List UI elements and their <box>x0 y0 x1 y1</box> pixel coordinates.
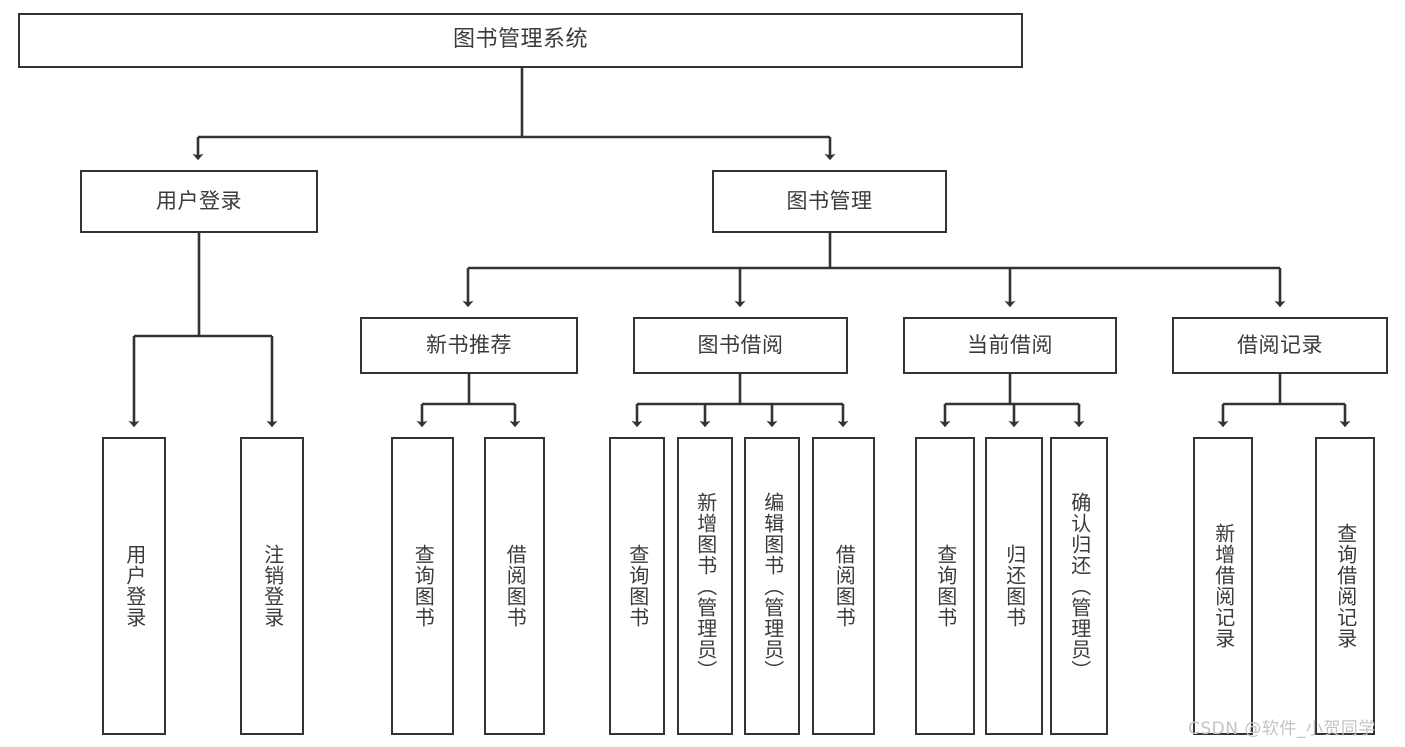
node-new-book-rec-label: 新书推荐 <box>426 332 512 357</box>
node-leaf-user-login-label: 用户登录 <box>122 544 147 628</box>
node-leaf-query-book-1[interactable]: 查询图书 <box>391 437 454 735</box>
node-leaf-confirm-return-admin[interactable]: 确认归还（管理员） <box>1050 437 1108 735</box>
node-leaf-borrow-book-1[interactable]: 借阅图书 <box>484 437 545 735</box>
node-leaf-return-book[interactable]: 归还图书 <box>985 437 1043 735</box>
node-leaf-query-book-3[interactable]: 查询图书 <box>915 437 975 735</box>
node-user-login[interactable]: 用户登录 <box>80 170 318 233</box>
node-book-borrow[interactable]: 图书借阅 <box>633 317 848 374</box>
node-leaf-query-book-2[interactable]: 查询图书 <box>609 437 665 735</box>
csdn-watermark: CSDN @软件_小贺同学 <box>1188 719 1376 739</box>
node-borrow-record-label: 借阅记录 <box>1237 332 1323 357</box>
node-book-manage[interactable]: 图书管理 <box>712 170 947 233</box>
node-book-borrow-label: 图书借阅 <box>697 332 784 357</box>
node-leaf-query-borrow-record-label: 查询借阅记录 <box>1333 523 1358 649</box>
node-leaf-borrow-book-2-label: 借阅图书 <box>832 544 857 628</box>
node-borrow-record[interactable]: 借阅记录 <box>1172 317 1388 374</box>
node-leaf-borrow-book-2[interactable]: 借阅图书 <box>812 437 875 735</box>
node-leaf-add-book-admin-label: 新增图书（管理员） <box>693 491 718 681</box>
node-leaf-query-book-1-label: 查询图书 <box>411 544 436 628</box>
node-root[interactable]: 图书管理系统 <box>18 13 1023 68</box>
node-leaf-add-book-admin[interactable]: 新增图书（管理员） <box>677 437 733 735</box>
node-leaf-confirm-return-admin-label: 确认归还（管理员） <box>1067 491 1092 681</box>
node-book-manage-label: 图书管理 <box>786 188 873 213</box>
node-user-login-label: 用户登录 <box>156 188 242 213</box>
node-leaf-query-book-3-label: 查询图书 <box>933 544 958 628</box>
node-leaf-user-logout-label: 注销登录 <box>260 544 285 628</box>
node-leaf-add-borrow-record[interactable]: 新增借阅记录 <box>1193 437 1253 735</box>
node-leaf-user-logout[interactable]: 注销登录 <box>240 437 304 735</box>
node-root-label: 图书管理系统 <box>452 27 588 53</box>
node-leaf-query-book-2-label: 查询图书 <box>625 544 650 628</box>
node-leaf-edit-book-admin[interactable]: 编辑图书（管理员） <box>744 437 800 735</box>
node-leaf-user-login[interactable]: 用户登录 <box>102 437 166 735</box>
node-leaf-borrow-book-1-label: 借阅图书 <box>503 544 528 628</box>
node-current-borrow-label: 当前借阅 <box>967 332 1053 357</box>
node-new-book-rec[interactable]: 新书推荐 <box>360 317 578 374</box>
node-leaf-edit-book-admin-label: 编辑图书（管理员） <box>760 491 785 681</box>
node-leaf-add-borrow-record-label: 新增借阅记录 <box>1211 523 1236 649</box>
node-current-borrow[interactable]: 当前借阅 <box>903 317 1117 374</box>
node-leaf-query-borrow-record[interactable]: 查询借阅记录 <box>1315 437 1375 735</box>
node-leaf-return-book-label: 归还图书 <box>1002 544 1027 628</box>
